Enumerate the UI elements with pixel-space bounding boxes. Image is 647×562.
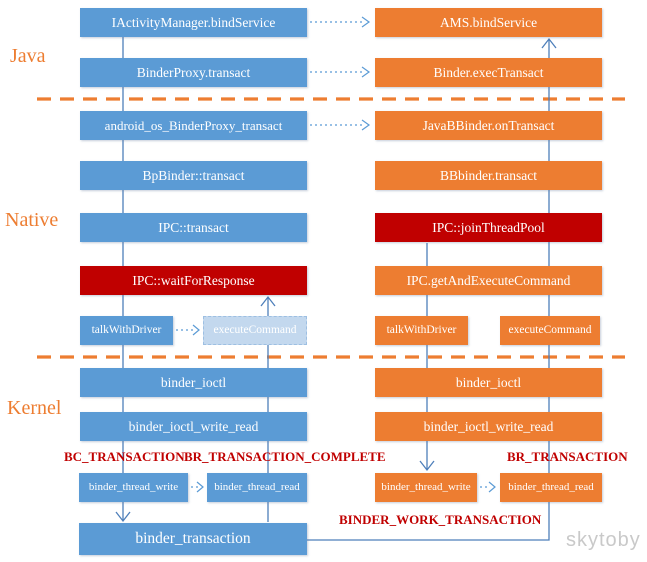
annotation-br-transaction-complete: BR_TRANSACTION_COMPLETE: [184, 449, 386, 464]
dotted-arrowhead-icon: [361, 16, 371, 28]
arrow-up-into-ams-bindservice-icon: [541, 37, 557, 49]
layer-label-kernel: Kernel: [7, 397, 62, 419]
node-bbinder-transact: BBbinder.transact: [375, 161, 602, 190]
dotted-arrowhead-icon: [361, 119, 371, 131]
node-server-binder-thread-read: binder_thread_read: [500, 473, 602, 502]
node-binderproxy-transact: BinderProxy.transact: [80, 58, 307, 87]
node-client-talkwithdriver: talkWithDriver: [80, 316, 173, 345]
annotation-binder-work-transaction: BINDER_WORK_TRANSACTION: [339, 512, 542, 527]
node-ipc-jointhreadpool: IPC::joinThreadPool: [375, 213, 602, 242]
dotted-arrowhead-icon: [361, 66, 371, 78]
node-server-executecommand: executeCommand: [500, 316, 600, 345]
node-iactivitymanager-bindservice: IActivityManager.bindService: [80, 8, 307, 37]
node-client-binder-ioctl: binder_ioctl: [80, 368, 307, 397]
node-binder-transaction: binder_transaction: [79, 523, 307, 555]
node-ipc-transact: IPC::transact: [80, 213, 307, 242]
arrow-down-into-binder-transaction-icon: [115, 511, 131, 523]
node-ipc-getandexecutecommand: IPC.getAndExecuteCommand: [375, 266, 602, 295]
node-client-binder-thread-read: binder_thread_read: [207, 473, 307, 502]
arrow-down-into-thread-write-icon: [419, 460, 435, 472]
node-ams-bindservice: AMS.bindService: [375, 8, 602, 37]
server-upcall-flow-line: [307, 39, 550, 541]
node-client-binder-thread-write: binder_thread_write: [79, 473, 188, 502]
node-client-binder-ioctl-write-read: binder_ioctl_write_read: [80, 412, 307, 441]
node-javabbinder-ontransact: JavaBBinder.onTransact: [375, 111, 602, 140]
node-client-executecommand: executeCommand: [203, 316, 307, 345]
dotted-arrowhead-icon: [488, 481, 496, 493]
node-ipc-waitforresponse: IPC::waitForResponse: [80, 266, 307, 295]
node-server-binder-thread-write: binder_thread_write: [375, 473, 477, 502]
dotted-arrowhead-icon: [196, 481, 204, 493]
node-server-talkwithdriver: talkWithDriver: [375, 316, 468, 345]
annotation-bc-transaction: BC_TRANSACTION: [64, 449, 185, 464]
arrow-up-into-waitforresponse-icon: [260, 295, 276, 307]
annotation-br-transaction: BR_TRANSACTION: [507, 449, 628, 464]
layer-label-native: Native: [5, 209, 59, 231]
node-server-binder-ioctl-write-read: binder_ioctl_write_read: [375, 412, 602, 441]
node-server-binder-ioctl: binder_ioctl: [375, 368, 602, 397]
layer-label-java: Java: [10, 45, 46, 67]
dotted-arrowhead-icon: [192, 324, 200, 336]
watermark-skytoby: skytoby: [566, 529, 641, 551]
node-android-os-binderproxy-transact: android_os_BinderProxy_transact: [80, 111, 307, 140]
node-bpbinder-transact: BpBinder::transact: [80, 161, 307, 190]
node-binder-exectransact: Binder.execTransact: [375, 58, 602, 87]
